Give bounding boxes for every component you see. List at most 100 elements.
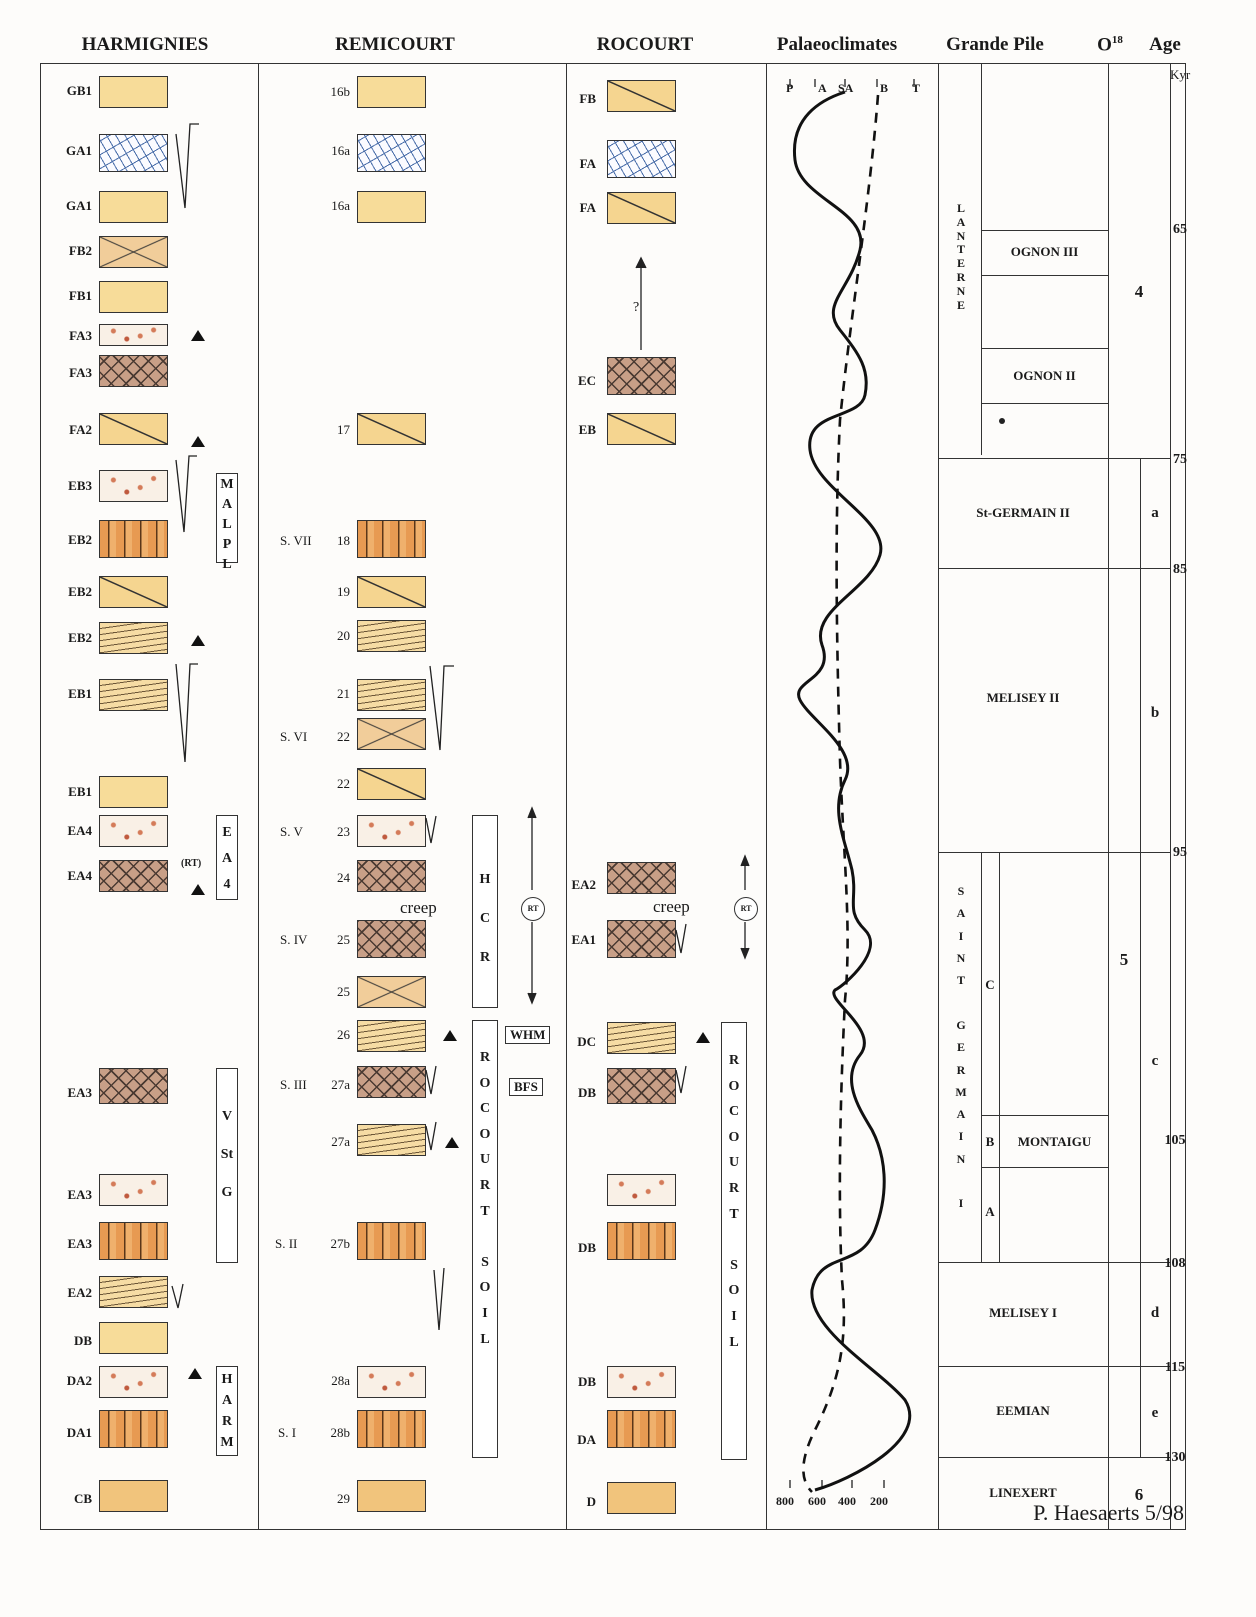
o18-substage: c	[1151, 1053, 1159, 1069]
rt-circle: RT	[734, 897, 758, 921]
o18-stage: 5	[1119, 950, 1129, 969]
creep-label: creep	[653, 897, 690, 916]
header-palaeoclimates: Palaeoclimates	[776, 34, 898, 55]
soil-label: S. I	[278, 1425, 297, 1440]
layer-box	[99, 622, 168, 654]
layer-box	[357, 1124, 426, 1156]
layer-box	[99, 1322, 168, 1354]
o18-substage: d	[1150, 1305, 1160, 1321]
gp-montaigu: MONTAIGU	[1017, 1134, 1092, 1149]
layer-label: GA1	[66, 198, 92, 213]
rt-label: (RT)	[181, 858, 202, 869]
gp-ognon2: OGNON II	[1013, 368, 1076, 383]
soil-label: S. VII	[280, 533, 312, 548]
gp-line	[938, 1366, 1170, 1367]
layer-box	[607, 862, 676, 894]
age-tick: 75	[1173, 452, 1187, 467]
layer-box	[357, 76, 426, 108]
gp-melisey1: MELISEY I	[989, 1305, 1057, 1320]
layer-box	[99, 1222, 168, 1260]
layer-label: 26	[337, 1027, 350, 1042]
gp-a: A	[985, 1204, 995, 1219]
gp-b: B	[985, 1134, 995, 1149]
layer-label: 18	[337, 533, 350, 548]
layer-label: EB2	[68, 630, 92, 645]
layer-label: EB3	[68, 478, 92, 493]
layer-box	[99, 355, 168, 387]
o18-sup: 18	[1111, 34, 1123, 46]
layer-box	[99, 1366, 168, 1398]
layer-box	[99, 776, 168, 808]
axis-tick-label: 400	[838, 1494, 856, 1508]
header-remicourt: REMICOURT	[335, 34, 455, 55]
layer-box	[357, 1222, 426, 1260]
layer-box	[99, 413, 168, 445]
o18-substage: e	[1151, 1405, 1159, 1421]
gp-inner-divider	[981, 63, 982, 455]
layer-label: 16a	[331, 198, 350, 213]
diagram-frame	[40, 63, 1186, 1530]
layer-label: CB	[73, 1491, 92, 1506]
o18-stage: 6	[1134, 1485, 1144, 1504]
layer-label: EA2	[571, 877, 596, 892]
axis-tick-label: 800	[776, 1494, 794, 1508]
layer-box	[357, 520, 426, 558]
creep-label: creep	[400, 898, 437, 917]
gp-inner-divider	[999, 852, 1000, 1262]
layer-box	[357, 860, 426, 892]
layer-label: GB1	[66, 83, 92, 98]
layer-box	[99, 1276, 168, 1308]
age-tick: 108	[1164, 1256, 1186, 1271]
header-o18: O18	[1080, 34, 1140, 56]
layer-label: 23	[337, 824, 350, 839]
layer-label: FA	[579, 200, 596, 215]
gp-linexert: LINEXERT	[989, 1485, 1057, 1500]
layer-box	[99, 576, 168, 608]
layer-box	[357, 1410, 426, 1448]
layer-box	[357, 976, 426, 1008]
layer-box	[357, 191, 426, 223]
layer-box	[357, 620, 426, 652]
group-hcr	[472, 815, 498, 1008]
whm-box: WHM	[505, 1026, 551, 1044]
layer-label: 27b	[330, 1236, 351, 1251]
layer-label: EB1	[68, 784, 92, 799]
group-harm	[216, 1366, 238, 1456]
layer-label: DA1	[66, 1425, 92, 1440]
layer-label: 16b	[330, 84, 351, 99]
layer-box	[607, 192, 676, 224]
group-ea4	[216, 815, 238, 900]
layer-label: EC	[577, 373, 596, 388]
divider	[258, 63, 259, 1530]
signature: P. Haesaerts 5/98	[1033, 1500, 1184, 1525]
layer-box	[607, 1410, 676, 1448]
axis-tick-label: 600	[808, 1494, 826, 1508]
marker-triangle	[188, 1368, 202, 1379]
layer-label: FA3	[69, 365, 92, 380]
layer-label: FB2	[68, 243, 92, 258]
divider	[566, 63, 567, 1530]
soil-label: S. IV	[280, 932, 308, 947]
soil-label: S. II	[275, 1236, 298, 1251]
rt-circle: RT	[521, 897, 545, 921]
layer-label: FB1	[68, 288, 92, 303]
layer-box	[99, 1410, 168, 1448]
gp-c: C	[985, 977, 995, 992]
header-rocourt: ROCOURT	[596, 34, 694, 55]
layer-box	[607, 920, 676, 958]
layer-box	[357, 1480, 426, 1512]
layer-label: DC	[577, 1034, 596, 1049]
layer-label: FB	[579, 91, 596, 106]
divider	[766, 63, 767, 1530]
layer-label: DB	[73, 1333, 92, 1348]
soil-label: S. V	[280, 824, 303, 839]
layer-label: EB2	[68, 532, 92, 547]
layer-label: EA4	[67, 823, 92, 838]
gp-stgermain2: St-GERMAIN II	[976, 505, 1070, 520]
layer-box	[357, 413, 426, 445]
group-rocourt-soil-remicourt	[472, 1020, 498, 1458]
layer-box	[357, 815, 426, 847]
divider	[1170, 63, 1171, 1530]
layer-box	[607, 1366, 676, 1398]
